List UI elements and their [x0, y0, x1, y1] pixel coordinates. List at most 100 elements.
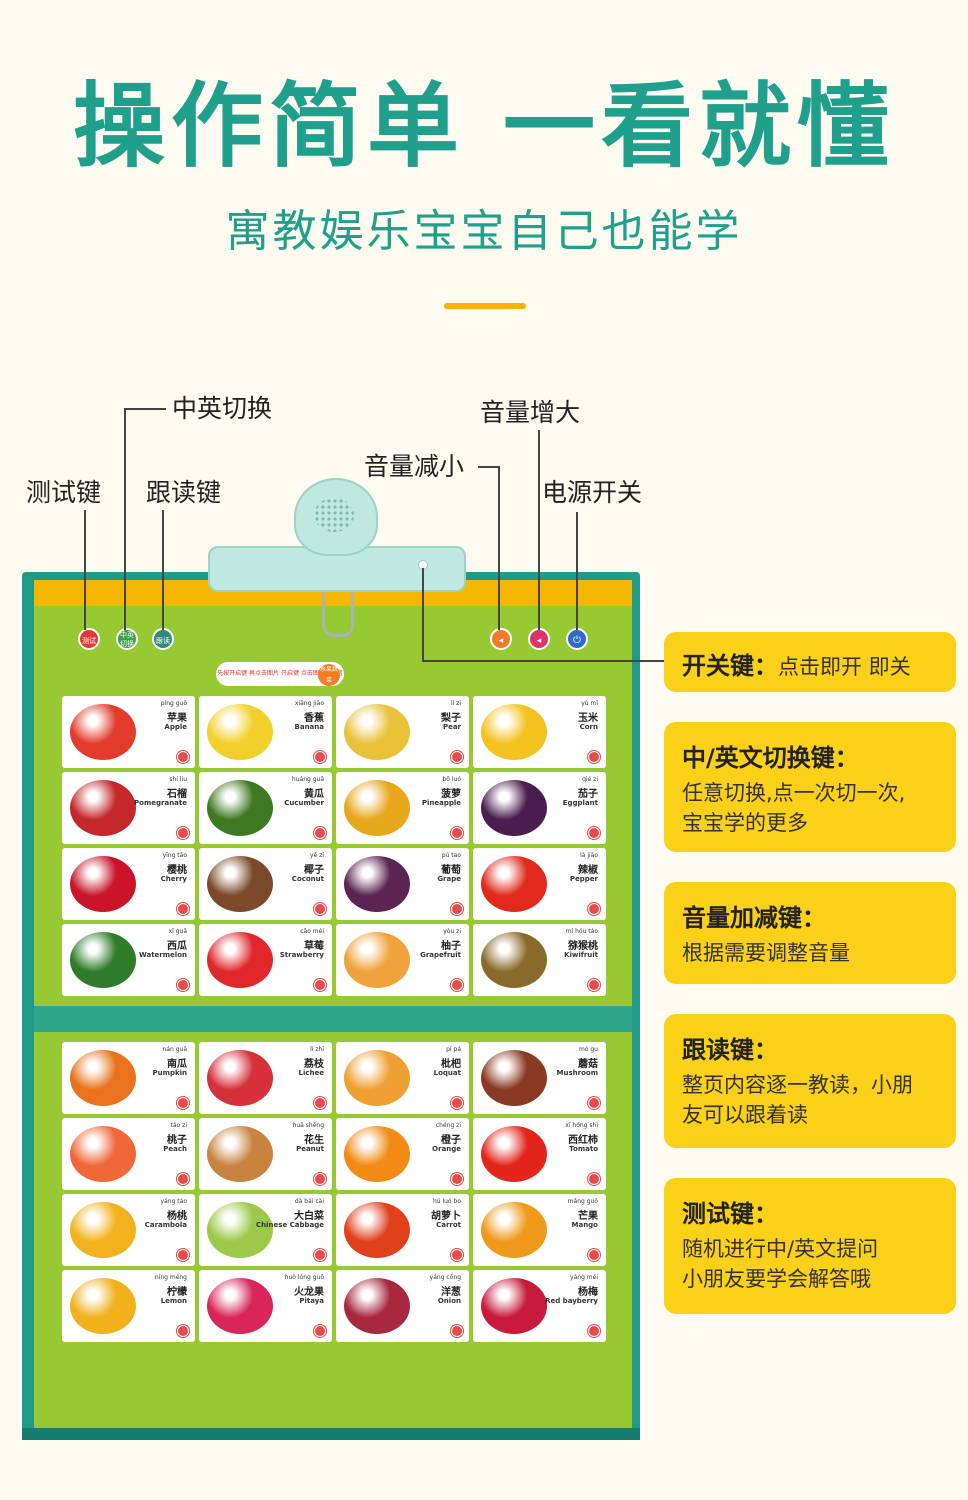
sound-dot-icon[interactable]: [177, 827, 189, 839]
test-button[interactable]: 测试: [78, 628, 100, 650]
sound-dot-icon[interactable]: [177, 1325, 189, 1337]
sound-dot-icon[interactable]: [177, 903, 189, 915]
info-volume-title: 音量加减键：: [682, 904, 826, 932]
fruit-name-cn: 草莓: [304, 941, 324, 952]
sound-dot-icon[interactable]: [314, 903, 326, 915]
power-button[interactable]: ⏻: [566, 628, 588, 650]
fruit-image: [70, 1126, 136, 1182]
sound-dot-icon[interactable]: [451, 903, 463, 915]
volume-down-button[interactable]: ◂: [490, 628, 512, 650]
sound-dot-icon[interactable]: [314, 751, 326, 763]
metal-clip: [322, 586, 354, 637]
info-test-desc1: 随机进行中/英文提问: [682, 1237, 879, 1261]
sound-dot-icon[interactable]: [451, 1325, 463, 1337]
sound-dot-icon[interactable]: [451, 827, 463, 839]
connector-line: [84, 510, 86, 630]
sound-dot-icon[interactable]: [314, 1097, 326, 1109]
volume-up-button[interactable]: ◂: [528, 628, 550, 650]
sound-dot-icon[interactable]: [314, 1325, 326, 1337]
fruit-name-en: Grape: [437, 875, 461, 883]
connector-line: [124, 408, 126, 630]
fruit-name-en: Mushroom: [556, 1069, 598, 1077]
fruit-pinyin: shí liu: [169, 776, 187, 783]
follow-button[interactable]: 跟读: [152, 628, 174, 650]
connector-line: [124, 408, 166, 410]
fruit-pinyin: yáng cōng: [429, 1274, 461, 1281]
sound-dot-icon[interactable]: [177, 979, 189, 991]
sound-dot-icon[interactable]: [177, 751, 189, 763]
sound-dot-icon[interactable]: [451, 1173, 463, 1185]
sound-dot-icon[interactable]: [314, 827, 326, 839]
lang-switch-button[interactable]: 中英切换: [116, 628, 138, 650]
sound-dot-icon[interactable]: [314, 1173, 326, 1185]
fruit-pinyin: hú luó bo: [432, 1198, 461, 1205]
connector-line: [422, 660, 666, 662]
sound-dot-icon[interactable]: [451, 1249, 463, 1261]
fruit-image: [344, 932, 410, 988]
sound-dot-icon[interactable]: [588, 903, 600, 915]
sound-dot-icon[interactable]: [177, 1097, 189, 1109]
fruit-name-cn: 枇杷: [441, 1059, 461, 1070]
sound-dot-icon[interactable]: [451, 751, 463, 763]
sound-dot-icon[interactable]: [177, 1249, 189, 1261]
fruit-name-en: Lichee: [298, 1069, 325, 1077]
fruit-name-en: Eggplant: [562, 799, 598, 807]
fruit-pinyin: yē zi: [310, 852, 324, 859]
sound-dot-icon[interactable]: [451, 1097, 463, 1109]
sound-dot-icon[interactable]: [314, 979, 326, 991]
speaker-grill: [314, 498, 354, 532]
sound-dot-icon[interactable]: [177, 1173, 189, 1185]
fruit-name-en: Mango: [571, 1221, 599, 1229]
label-test-key: 测试键: [26, 478, 102, 507]
fruit-name-en: Corn: [579, 723, 598, 731]
fruit-image: [207, 780, 273, 836]
sound-dot-icon[interactable]: [314, 1249, 326, 1261]
sound-dot-icon[interactable]: [588, 1097, 600, 1109]
fruit-name-en: Pumpkin: [152, 1069, 187, 1077]
info-lang-desc1: 任意切换,点一次切一次,: [682, 781, 906, 805]
fruit-pinyin: nán guā: [162, 1046, 187, 1053]
sound-dot-icon[interactable]: [588, 827, 600, 839]
sound-dot-icon[interactable]: [588, 979, 600, 991]
sound-dot-icon[interactable]: [588, 1173, 600, 1185]
sound-dot-icon[interactable]: [588, 1249, 600, 1261]
fruit-pinyin: dà bái cài: [294, 1198, 324, 1205]
sound-dot-icon[interactable]: [588, 1325, 600, 1337]
fruit-pinyin: huáng guā: [291, 776, 324, 783]
sound-dot-icon[interactable]: [451, 979, 463, 991]
fruit-pinyin: táo zi: [170, 1122, 187, 1129]
sound-dot-icon[interactable]: [588, 751, 600, 763]
